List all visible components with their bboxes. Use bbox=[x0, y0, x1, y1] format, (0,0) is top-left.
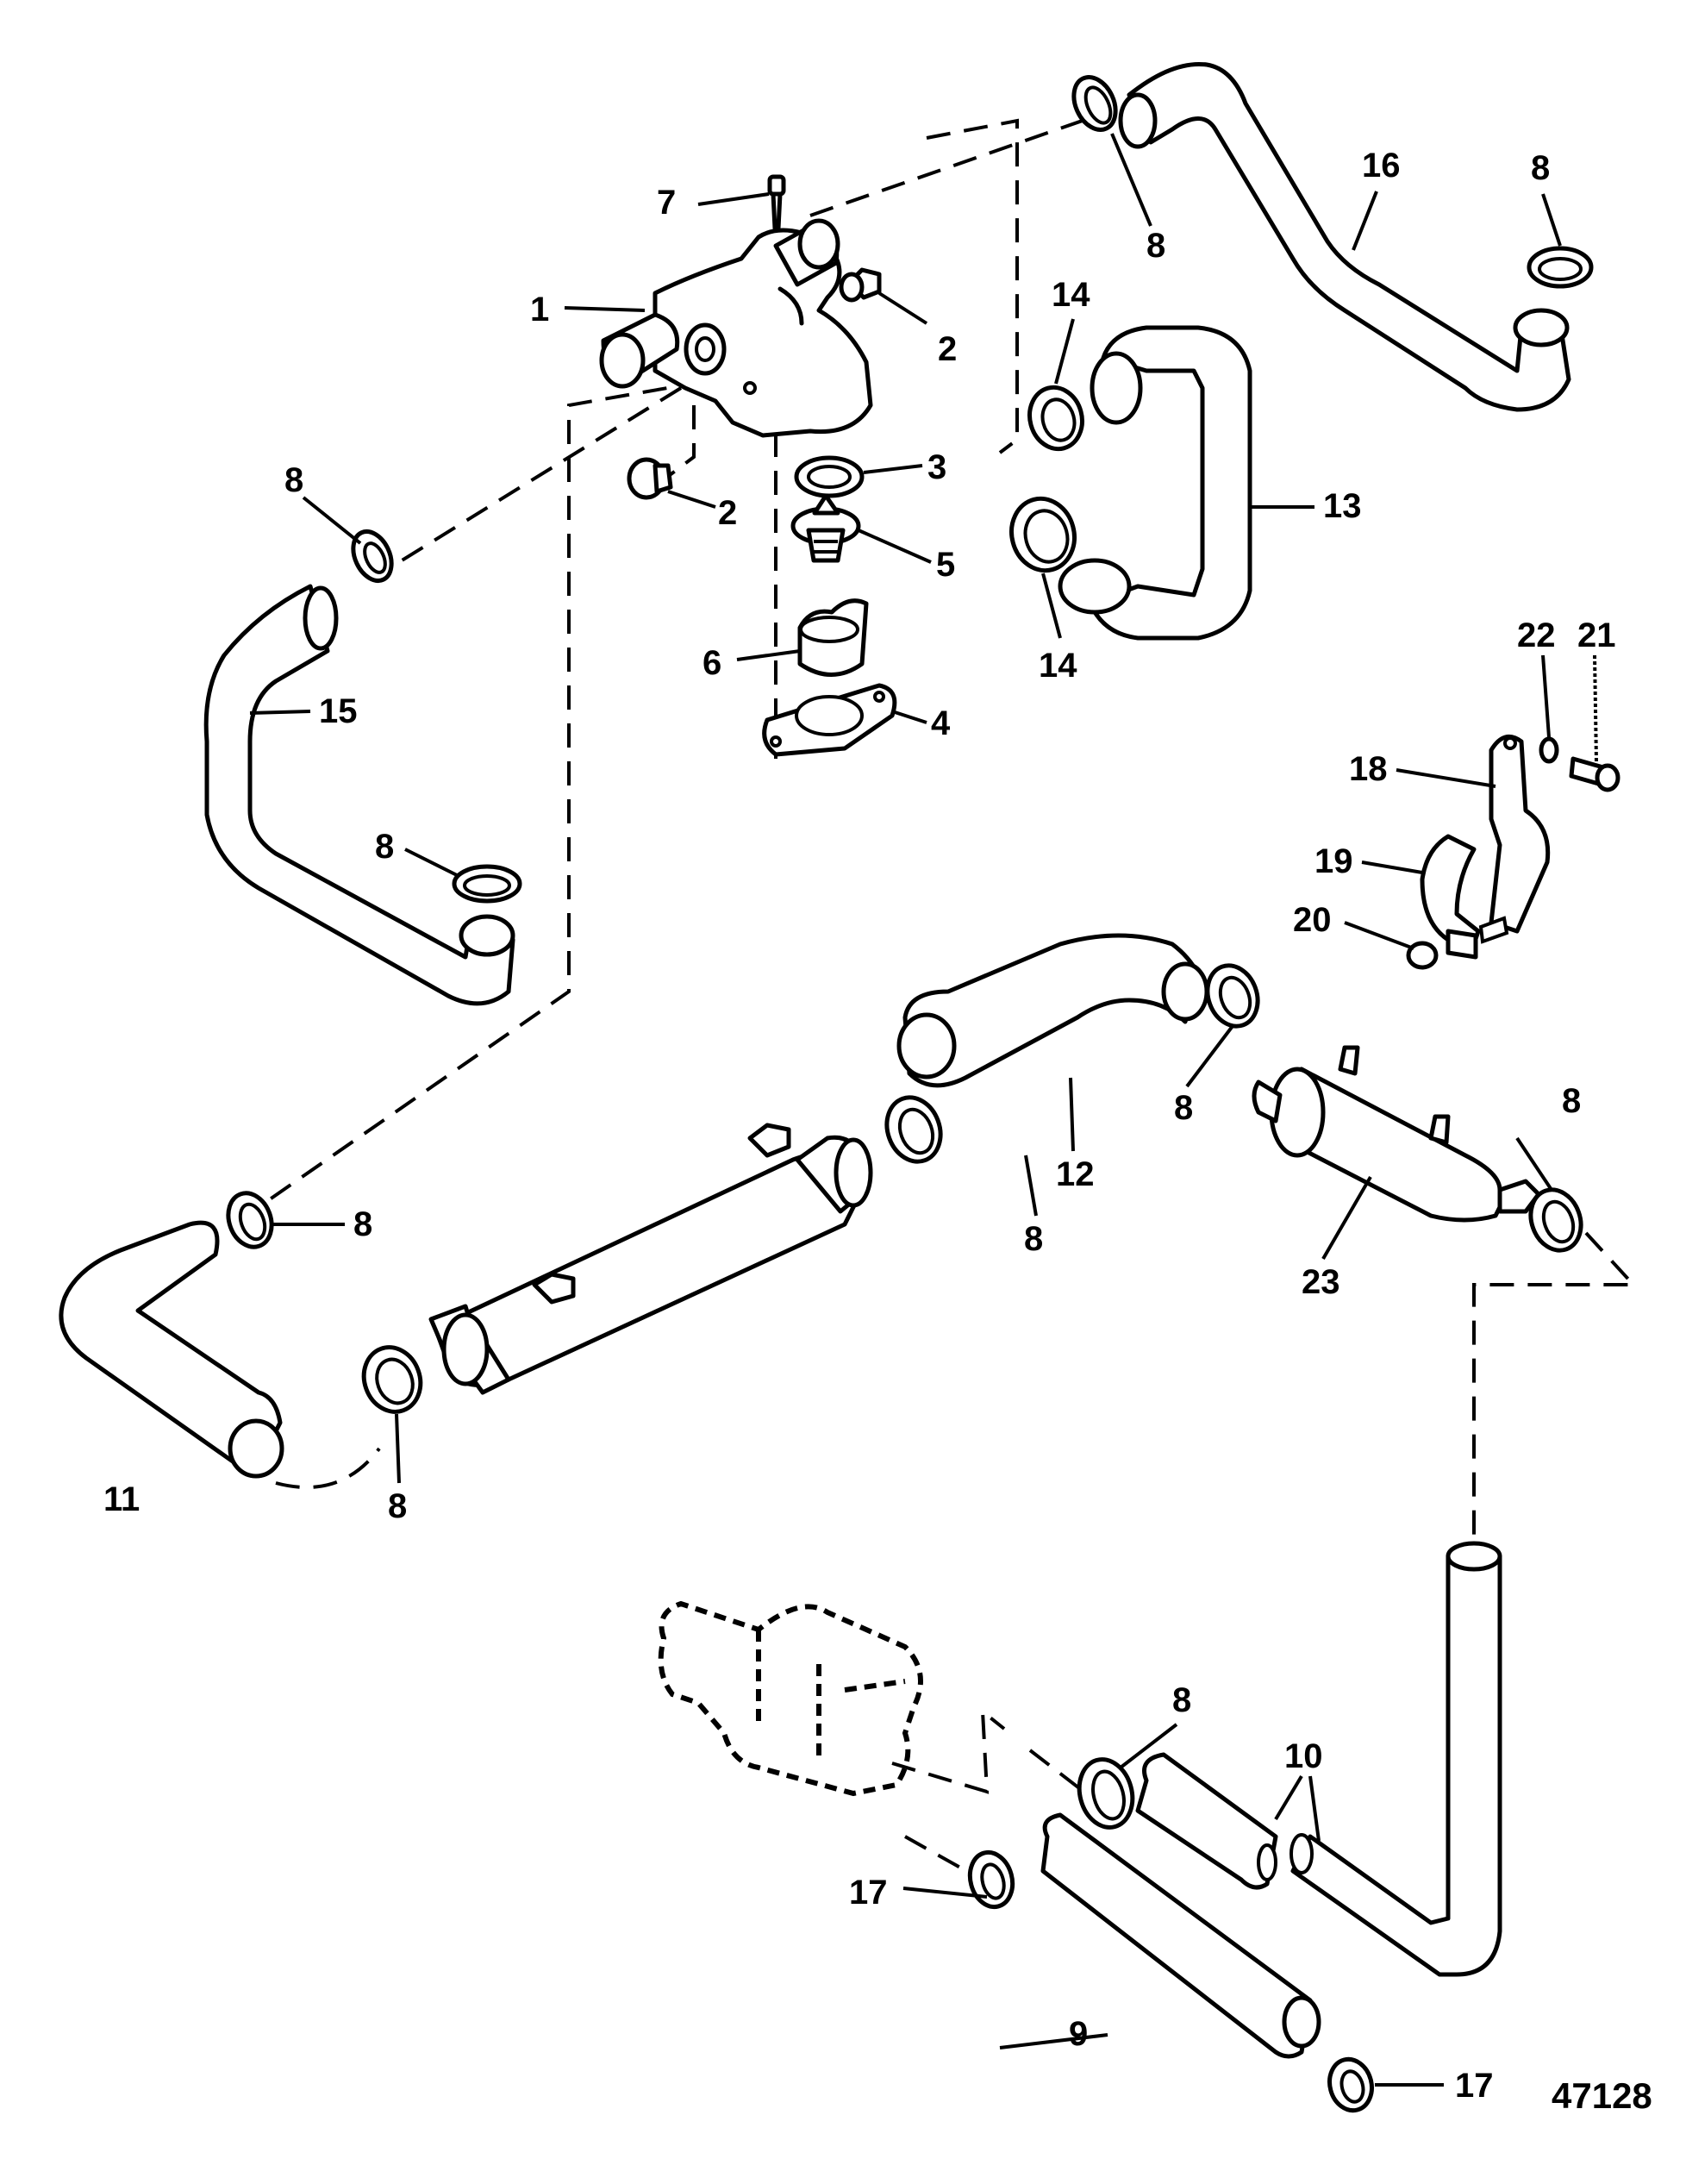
callout-21: 21 bbox=[1577, 616, 1616, 654]
callout-20: 20 bbox=[1293, 901, 1332, 939]
bolt-part-7[interactable] bbox=[767, 174, 786, 231]
callout-17: 17 bbox=[849, 1874, 888, 1912]
callout-4: 4 bbox=[931, 704, 951, 742]
hose-part-11[interactable] bbox=[59, 1220, 284, 1479]
hose-clamp-8-top-right[interactable] bbox=[1527, 246, 1594, 289]
callout-12: 12 bbox=[1056, 1155, 1095, 1193]
callout-11: 11 bbox=[103, 1480, 140, 1518]
callout-17: 17 bbox=[1455, 2067, 1494, 2105]
callout-19: 19 bbox=[1314, 842, 1353, 880]
hose-part-12[interactable] bbox=[896, 933, 1209, 1088]
callout-8: 8 bbox=[388, 1487, 407, 1525]
gasket-part-3[interactable] bbox=[794, 455, 865, 498]
assembly-lines bbox=[257, 115, 1638, 1877]
phantom-line-ghost-to-clamp-b bbox=[1028, 1749, 1088, 1795]
callout-8: 8 bbox=[1172, 1681, 1191, 1719]
callout-8: 8 bbox=[1174, 1089, 1193, 1127]
seal-part-6[interactable] bbox=[797, 598, 869, 677]
callout-23: 23 bbox=[1302, 1263, 1340, 1301]
phantom-line-housing-to-hose-15 bbox=[386, 386, 683, 571]
hose-clamp-8-exchanger-bottom[interactable] bbox=[355, 1339, 429, 1419]
callout-8: 8 bbox=[1531, 149, 1550, 187]
hose-part-13[interactable] bbox=[1058, 325, 1252, 641]
callout-2: 2 bbox=[938, 330, 957, 368]
callout-labels: 7 1 2 2 3 5 6 4 8 8 16 14 14 13 8 15 8 1… bbox=[103, 147, 1652, 2116]
nut-part-20[interactable] bbox=[1406, 941, 1439, 970]
callout-15: 15 bbox=[319, 692, 358, 730]
callout-8: 8 bbox=[1024, 1220, 1043, 1258]
callout-9: 9 bbox=[1069, 2015, 1088, 2053]
gasket-part-4[interactable] bbox=[762, 683, 897, 757]
hose-clamp-14-lower[interactable] bbox=[1003, 491, 1082, 578]
washer-part-22[interactable] bbox=[1539, 736, 1559, 764]
hose-clamp-8-hose-12-right[interactable] bbox=[1199, 959, 1265, 1034]
phantom-line-housing-to-hose-16 bbox=[809, 115, 1096, 217]
callout-14: 14 bbox=[1052, 276, 1090, 314]
phantom-line-ghost-to-clamp-17 bbox=[904, 1835, 975, 1877]
hose-clamp-8-left-upper[interactable] bbox=[346, 525, 399, 586]
hose-part-15[interactable] bbox=[203, 584, 515, 1006]
hose-clamp-8-bottom[interactable] bbox=[1072, 1754, 1140, 1834]
heat-exchanger[interactable] bbox=[428, 1123, 873, 1395]
callout-8: 8 bbox=[375, 828, 394, 866]
hose-clamp-8-top-center[interactable] bbox=[1066, 71, 1124, 137]
callout-8: 8 bbox=[284, 461, 303, 499]
callout-2: 2 bbox=[718, 494, 737, 532]
leader-lines bbox=[249, 133, 1598, 2087]
callout-16: 16 bbox=[1362, 147, 1401, 185]
hose-clamp-17-right[interactable] bbox=[1324, 2055, 1377, 2115]
hose-clamp-8-exchanger-right[interactable] bbox=[878, 1090, 949, 1169]
pipe-part-10-long[interactable] bbox=[1289, 1541, 1502, 1977]
clamp-part-19[interactable] bbox=[1420, 834, 1509, 960]
callout-6: 6 bbox=[702, 644, 721, 682]
pipe-part-10-short[interactable] bbox=[1135, 1752, 1278, 1890]
pipe-part-9[interactable] bbox=[1040, 1812, 1321, 2059]
callout-3: 3 bbox=[927, 448, 946, 486]
hose-clamp-8-exchanger-left[interactable] bbox=[222, 1187, 279, 1254]
plug-part-2-upper[interactable] bbox=[839, 267, 882, 303]
hose-clamp-17-left[interactable] bbox=[965, 1848, 1019, 1912]
ghost-heat-exchanger-outline bbox=[658, 1600, 923, 1797]
plug-part-2-lower[interactable] bbox=[627, 457, 673, 500]
phantom-line-to-hose-13 bbox=[926, 118, 1019, 454]
thermostat-housing[interactable] bbox=[599, 218, 873, 438]
thermostat-part-5[interactable] bbox=[790, 493, 861, 563]
phantom-line-to-pipe-10 bbox=[1472, 1231, 1638, 1599]
hose-clamp-14-upper[interactable] bbox=[1023, 381, 1090, 454]
screw-part-21[interactable] bbox=[1569, 756, 1620, 792]
callout-14: 14 bbox=[1039, 647, 1077, 685]
hose-part-16[interactable] bbox=[1118, 61, 1571, 412]
callout-5: 5 bbox=[936, 546, 955, 584]
reservoir-part-23[interactable] bbox=[1252, 1045, 1541, 1223]
phantom-line-ghost-to-clamp bbox=[891, 1707, 1006, 1794]
hose-clamp-8-reservoir-right[interactable] bbox=[1522, 1183, 1589, 1258]
callout-22: 22 bbox=[1517, 616, 1556, 654]
callout-8: 8 bbox=[1146, 227, 1165, 265]
callout-13: 13 bbox=[1323, 487, 1362, 525]
hose-clamp-8-left-lower[interactable] bbox=[452, 864, 522, 904]
callout-7: 7 bbox=[657, 184, 676, 222]
callout-18: 18 bbox=[1349, 750, 1388, 788]
callout-10: 10 bbox=[1284, 1737, 1323, 1775]
callout-8: 8 bbox=[353, 1205, 372, 1243]
callout-1: 1 bbox=[530, 291, 549, 329]
bracket-part-18[interactable] bbox=[1489, 734, 1551, 934]
figure-number: 47128 bbox=[1552, 2075, 1652, 2116]
phantom-line-housing-to-exchanger bbox=[257, 373, 742, 1209]
callout-8: 8 bbox=[1562, 1082, 1581, 1120]
phantom-line-hose-11-clamp bbox=[275, 1447, 381, 1489]
